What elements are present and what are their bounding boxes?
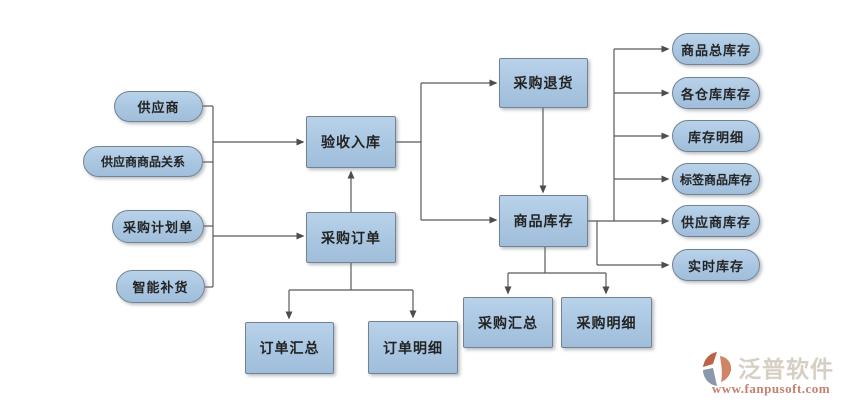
node-tagged-goods-inventory: 标签商品库存 xyxy=(672,163,760,195)
fanpu-watermark: 泛普软件 www.fanpusoft.com xyxy=(698,349,840,399)
node-realtime-inventory: 实时库存 xyxy=(672,249,760,281)
node-order-detail: 订单明细 xyxy=(368,321,458,374)
node-supplier: 供应商 xyxy=(114,91,203,122)
node-purchase-plan: 采购计划单 xyxy=(112,210,204,243)
node-per-warehouse-inventory: 各仓库库存 xyxy=(672,77,760,109)
node-supplier-goods-relation: 供应商商品关系 xyxy=(83,146,203,177)
fanpu-url-text: www.fanpusoft.com xyxy=(711,381,831,396)
node-order-summary: 订单汇总 xyxy=(245,322,334,374)
node-purchase-return: 采购退货 xyxy=(499,58,588,108)
node-purchase-order: 采购订单 xyxy=(306,212,396,263)
node-receiving-warehousing: 验收入库 xyxy=(306,116,396,168)
fanpu-brand-text: 泛普软件 xyxy=(738,357,834,383)
node-supplier-inventory: 供应商库存 xyxy=(672,205,760,237)
node-inventory-detail: 库存明细 xyxy=(672,120,760,152)
node-purchase-summary: 采购汇总 xyxy=(463,297,553,348)
node-purchase-detail: 采购明细 xyxy=(561,297,652,348)
fanpu-logo-icon xyxy=(703,352,732,386)
node-smart-replenishment: 智能补货 xyxy=(116,270,205,303)
node-total-goods-inventory: 商品总库存 xyxy=(672,33,760,65)
node-goods-inventory: 商品库存 xyxy=(499,195,588,247)
